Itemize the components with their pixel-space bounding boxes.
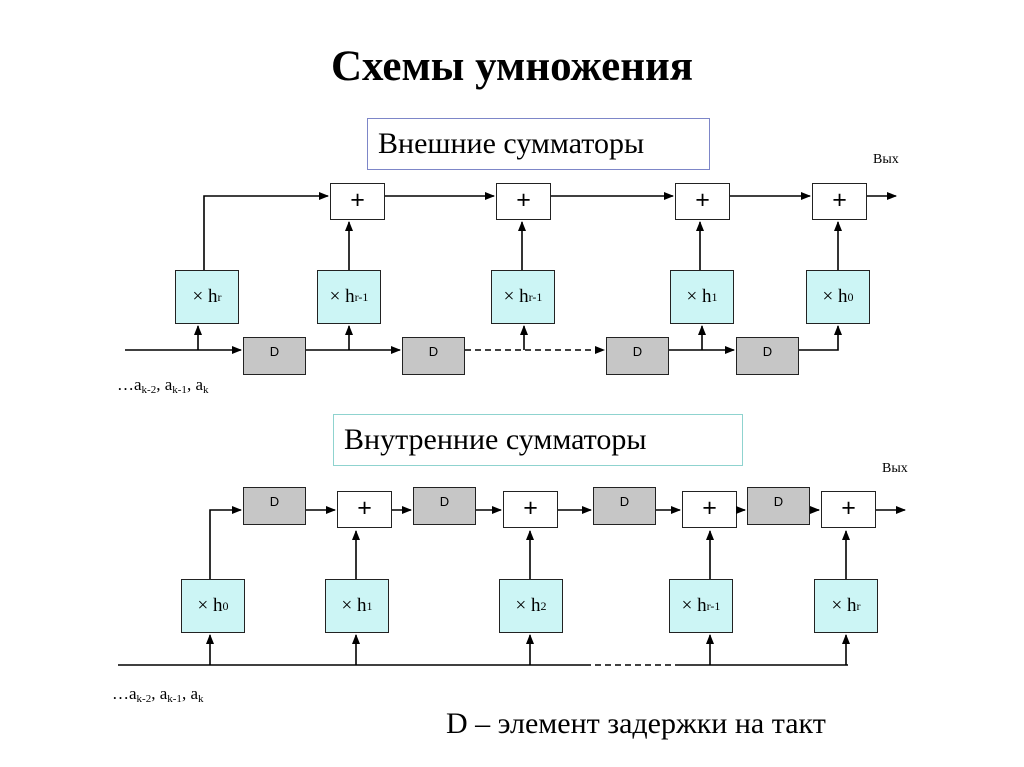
inner-output-label: Вых [882,461,908,476]
inner-h0-to-delay-wire [209,506,242,579]
mult-index: 0 [222,598,229,613]
seq-sep: , a [156,375,173,394]
mult-index: 1 [366,598,373,613]
mult-index: 1 [711,289,718,304]
mult-index: r-1 [354,289,369,304]
outer-delay-1: D [243,337,306,375]
mult-index: 0 [847,289,854,304]
mult-prefix: × h [197,595,223,616]
mult-index: r-1 [528,289,543,304]
mult-index: 2 [540,598,547,613]
seq-sub: k-1 [172,384,187,396]
mult-prefix: × h [822,286,848,307]
outer-adder-2: + [496,183,551,220]
outer-bus-to-h0-wire [799,325,842,351]
mult-index: r-1 [706,598,721,613]
outer-adder-1: + [330,183,385,220]
mult-prefix: × h [329,286,355,307]
seq-sep: , a [181,684,198,703]
mult-prefix: × h [341,595,367,616]
outer-output-label: Вых [873,152,899,167]
outer-adders-heading: Внешние сумматоры [367,118,710,170]
seq-sub: k-2 [136,693,152,705]
mult-index: r [217,289,222,304]
mult-prefix: × h [503,286,529,307]
inner-delay-3: D [593,487,656,525]
inner-delay-1: D [243,487,306,525]
inner-delay-4: D [747,487,810,525]
inner-delay-2: D [413,487,476,525]
seq-prefix: …a [117,375,142,394]
legend-delay-definition: D – элемент задержки на такт [446,707,826,740]
seq-sub: k-2 [141,384,157,396]
mult-prefix: × h [515,595,541,616]
outer-delay-2: D [402,337,465,375]
mult-index: r [856,598,861,613]
outer-hr-to-adder-wire [203,192,329,270]
seq-sub: k [202,384,209,396]
seq-sub: k-1 [167,693,182,705]
inner-adder-4: + [821,491,876,528]
mult-prefix: × h [831,595,857,616]
inner-adder-1: + [337,491,392,528]
mult-prefix: × h [192,286,218,307]
mult-prefix: × h [681,595,707,616]
inner-adder-2: + [503,491,558,528]
page-title: Схемы умножения [330,43,694,90]
inner-adders-heading: Внутренние сумматоры [333,414,743,466]
outer-input-sequence: …ak-2, ak-1, ak [117,375,208,396]
mult-prefix: × h [686,286,712,307]
seq-sub: k [197,693,204,705]
outer-adder-4: + [812,183,867,220]
seq-sep: , a [186,375,203,394]
outer-delay-4: D [736,337,799,375]
seq-prefix: …a [112,684,137,703]
seq-sep: , a [151,684,168,703]
inner-input-sequence: …ak-2, ak-1, ak [112,684,203,705]
outer-adder-3: + [675,183,730,220]
outer-delay-3: D [606,337,669,375]
